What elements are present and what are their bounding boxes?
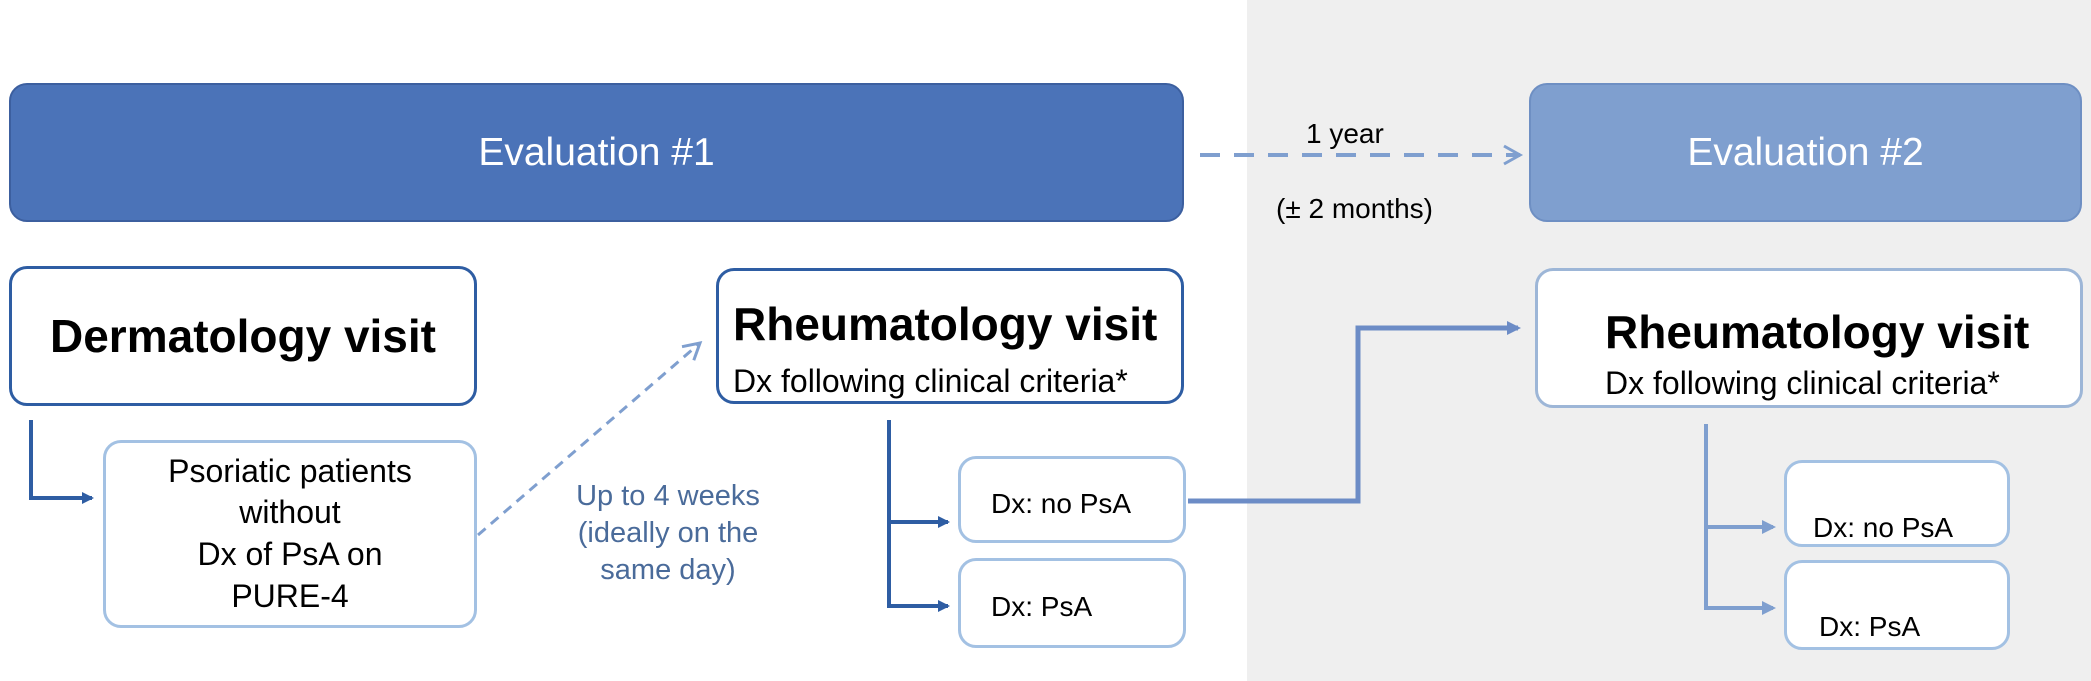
rheum1-outcome-no-psa: Dx: no PsA — [958, 456, 1186, 543]
patients-line: without — [239, 494, 341, 531]
rheum2-to-no-psa-arrow — [1704, 424, 1776, 534]
evaluation-2-banner: Evaluation #2 — [1529, 83, 2082, 222]
outcome-label: Dx: PsA — [1819, 611, 1921, 642]
outcome-label: Dx: no PsA — [1813, 512, 1954, 543]
interval-label: 1 year — [1306, 118, 1384, 149]
patients-line: Psoriatic patients — [168, 452, 412, 489]
rheumatology-visit-2-title: Rheumatology visit — [1605, 306, 2030, 358]
rheum2-outcome-psa: Dx: PsA — [1784, 560, 2010, 650]
rheumatology-visit-2-subtitle: Dx following clinical criteria* — [1605, 365, 2000, 401]
dermatology-to-patients-arrow — [29, 420, 94, 504]
outcome-label: Dx: PsA — [991, 591, 1093, 622]
evaluation-1-banner: Evaluation #1 — [9, 83, 1184, 222]
delay-note-line: (ideally on the — [577, 517, 759, 550]
rheum1-outcome-psa: Dx: PsA — [958, 558, 1186, 648]
patients-box: Psoriatic patients without Dx of PsA on … — [103, 440, 477, 628]
dermatology-visit-box: Dermatology visit — [9, 266, 477, 406]
patients-line: Dx of PsA on — [197, 536, 383, 572]
rheumatology-visit-1-subtitle: Dx following clinical criteria* — [733, 363, 1128, 399]
rheum2-to-psa-arrow — [1704, 527, 1776, 615]
delay-note: Up to 4 weeks (ideally on the same day) — [548, 478, 788, 589]
delay-note-line: Up to 4 weeks — [576, 480, 760, 512]
interval-tolerance: (± 2 months) — [1276, 193, 1433, 224]
rheumatology-visit-1-title: Rheumatology visit — [733, 298, 1158, 350]
rheum1-to-psa-arrow — [887, 522, 950, 612]
rheum1-to-no-psa-arrow — [887, 420, 950, 528]
evaluation-2-label: Evaluation #2 — [1687, 130, 1924, 174]
patients-to-rheumatology-arrow — [477, 340, 703, 537]
delay-note-line: same day) — [600, 554, 736, 587]
rheumatology-visit-2-box: Rheumatology visit Dx following clinical… — [1535, 268, 2083, 408]
rheumatology-visit-1-box: Rheumatology visit Dx following clinical… — [716, 268, 1184, 404]
dermatology-visit-title: Dermatology visit — [50, 310, 436, 362]
evaluation-1-label: Evaluation #1 — [478, 130, 715, 174]
rheum2-outcome-no-psa: Dx: no PsA — [1784, 460, 2010, 547]
outcome-label: Dx: no PsA — [991, 488, 1132, 519]
patients-line: PURE-4 — [231, 577, 349, 614]
no-psa-to-evaluation-2-arrow — [1188, 321, 1521, 504]
